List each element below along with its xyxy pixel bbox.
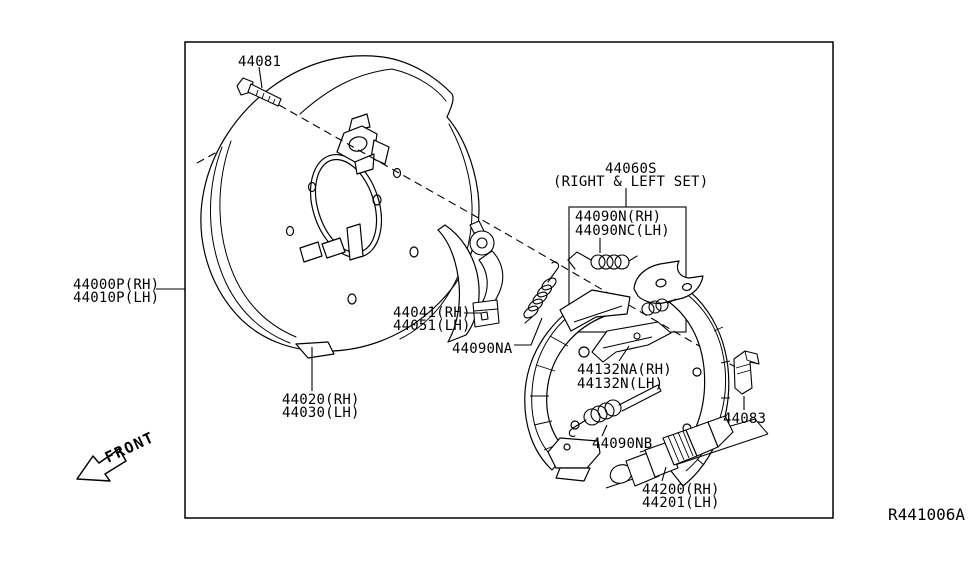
label-44200-rh: 44200(RH)	[642, 482, 720, 498]
label-44051-lh: 44051(LH)	[393, 318, 471, 334]
label-44090nb: 44090NB	[592, 436, 652, 452]
bolt-drawing	[236, 77, 282, 107]
front-text: FRONT	[102, 428, 157, 467]
label-44000p-rh: 44000P(RH)	[73, 277, 159, 293]
leader-lines	[156, 66, 745, 482]
label-44081: 44081	[238, 54, 281, 70]
label-44090na: 44090NA	[452, 341, 513, 357]
strut-drawing	[591, 298, 677, 363]
part-labels: 44081 44060S (RIGHT & LEFT SET) 44090N(R…	[73, 54, 766, 511]
label-44083: 44083	[723, 411, 766, 427]
label-44030-lh: 44030(LH)	[282, 405, 360, 421]
front-arrow: FRONT	[76, 428, 157, 482]
label-44090nc-lh: 44090NC(LH)	[575, 223, 670, 239]
adjuster-drawing	[605, 415, 769, 489]
label-44060s-note: (RIGHT & LEFT SET)	[553, 174, 708, 190]
lower-spring-drawing	[568, 384, 662, 437]
upper-spring-drawing	[567, 251, 638, 270]
label-44041-rh: 44041(RH)	[393, 305, 471, 321]
label-44201-lh: 44201(LH)	[642, 495, 720, 511]
label-44020-rh: 44020(RH)	[282, 392, 360, 408]
label-44090n-rh: 44090N(RH)	[575, 209, 661, 225]
label-44010p-lh: 44010P(LH)	[73, 290, 159, 306]
drawing-ref-text: R441006A	[888, 505, 965, 524]
label-44060s-code: 44060S	[605, 161, 657, 177]
diagram-border	[184, 41, 834, 519]
left-brake-shoe-drawing	[524, 289, 631, 482]
label-44132na-rh: 44132NA(RH)	[577, 362, 672, 378]
plug-drawing	[733, 350, 760, 395]
backing-plate-drawing	[200, 55, 480, 359]
lever-drawing	[469, 220, 504, 328]
bolt-axis-dashed-line	[278, 104, 506, 234]
front-spring-drawing	[523, 261, 560, 324]
label-44132n-lh: 44132N(LH)	[577, 376, 663, 392]
